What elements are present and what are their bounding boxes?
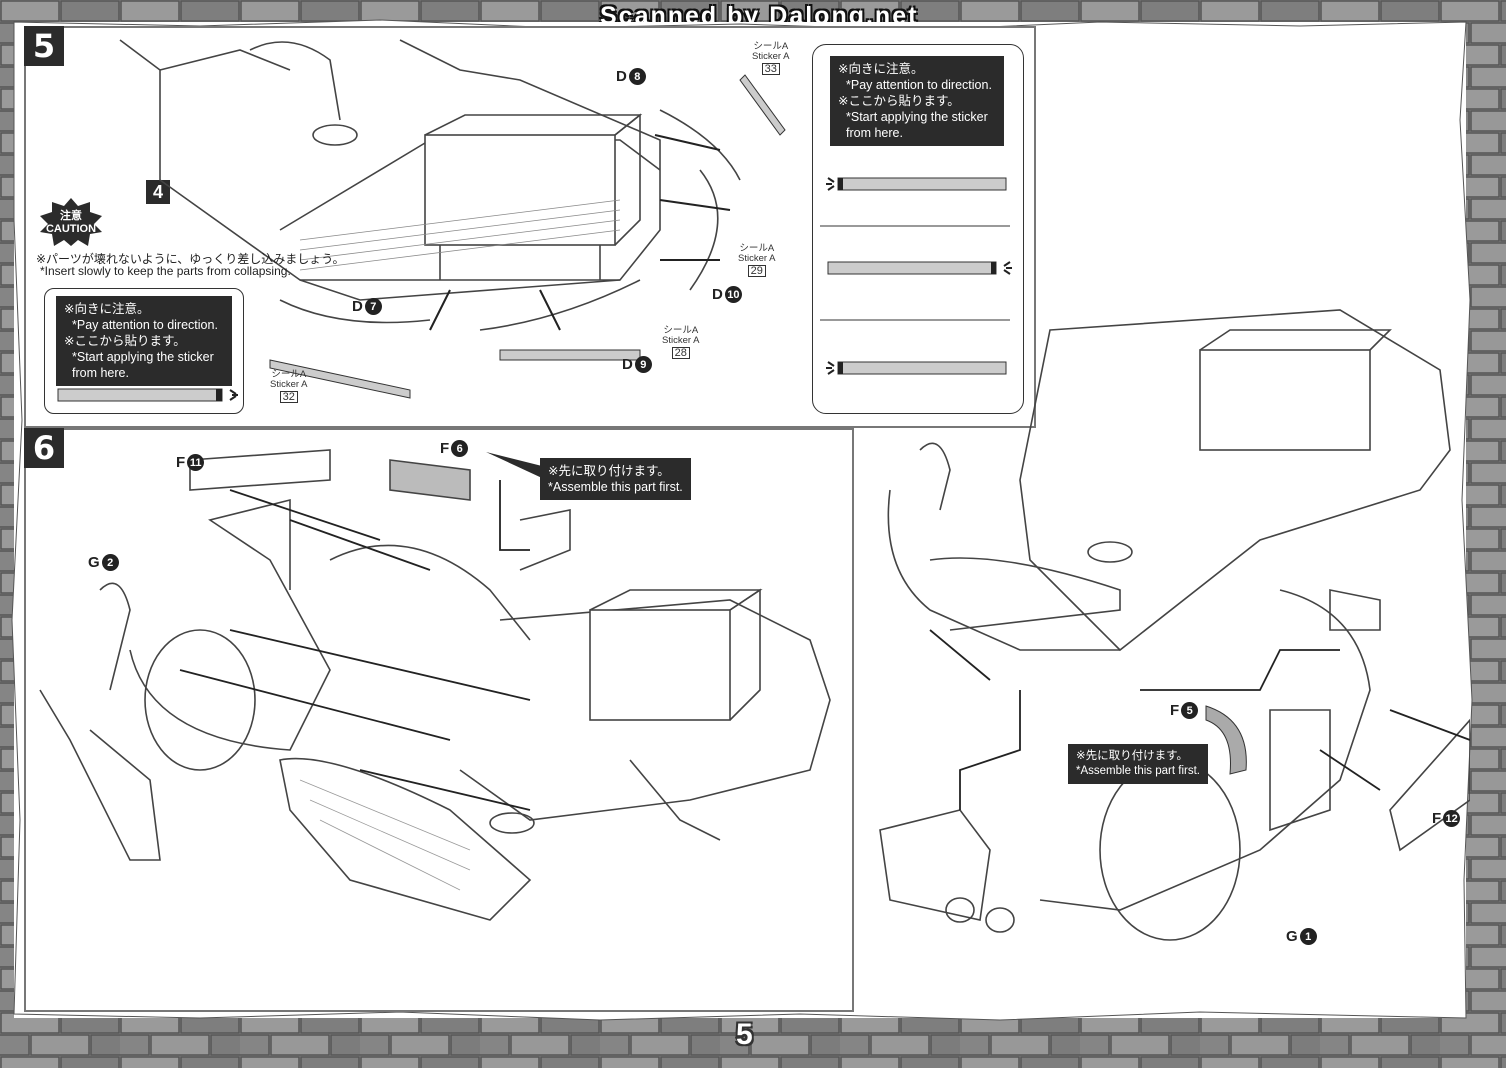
direction-note-right: ※向きに注意。 *Pay attention to direction. ※ここ… [830,56,1004,146]
page-number: 5 [736,1018,753,1051]
step6-completed-hull-illustration [879,309,1470,941]
step6-hull-assembly-illustration [39,449,831,921]
caution-note-en: *Insert slowly to keep the parts from co… [40,264,291,278]
step5-ship-deck-illustration [119,39,786,399]
caution-en: CAUTION [45,223,97,235]
caution-jp: 注意 [60,210,82,222]
assemble-first-note-b: ※先に取り付けます。 *Assemble this part first. [1068,744,1208,784]
callout-pointer-a [486,452,542,478]
part-f5-sketch [1205,705,1247,775]
caution-badge-label: 注意 CAUTION [40,210,102,236]
direction-note-left: ※向きに注意。 *Pay attention to direction. ※ここ… [56,296,232,386]
caution-starburst-icon [40,198,102,246]
assemble-first-note-a: ※先に取り付けます。 *Assemble this part first. [540,458,691,500]
step6-number: 6 [24,428,64,468]
sticker-strip-left [57,388,238,402]
step5-number: 5 [24,26,64,66]
sticker-strips-right [820,177,1012,375]
caution-note-jp: ※パーツが壊れないように、ゆっくり差し込みましょう。 [36,252,345,266]
